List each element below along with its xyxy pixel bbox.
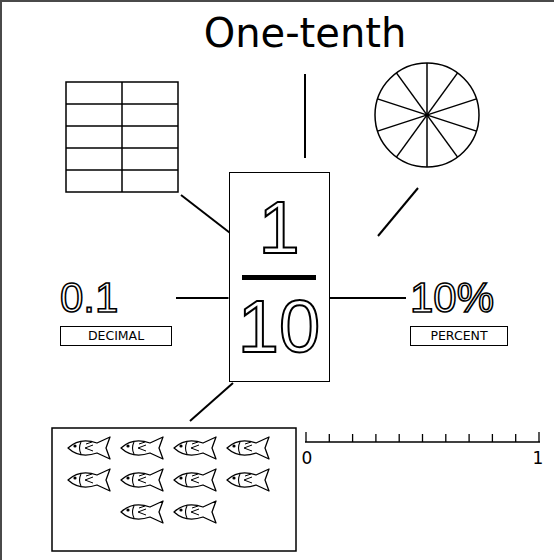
number-line: [305, 432, 540, 442]
representation-box: 0.1DECIMAL: [60, 276, 172, 346]
representation-box: 10% PERCENT: [410, 276, 508, 346]
axis-number: 0: [302, 448, 313, 468]
fraction-box: 110: [229, 172, 330, 382]
type-label: PERCENT: [410, 326, 508, 346]
connector-line: [176, 297, 229, 299]
value-text: 10%: [410, 276, 508, 320]
title: One-tenth: [155, 8, 455, 58]
axis-number: 1: [533, 448, 544, 468]
denominator: 10: [238, 284, 320, 370]
pie-circle: [375, 63, 479, 167]
fraction-bar: [242, 275, 316, 280]
fish-group: [52, 428, 296, 551]
numerator: 1: [258, 185, 299, 271]
type-label: DECIMAL: [60, 326, 172, 346]
table-grid: [66, 82, 178, 192]
connector-line: [330, 297, 407, 299]
value-text: 0.1: [60, 276, 172, 320]
